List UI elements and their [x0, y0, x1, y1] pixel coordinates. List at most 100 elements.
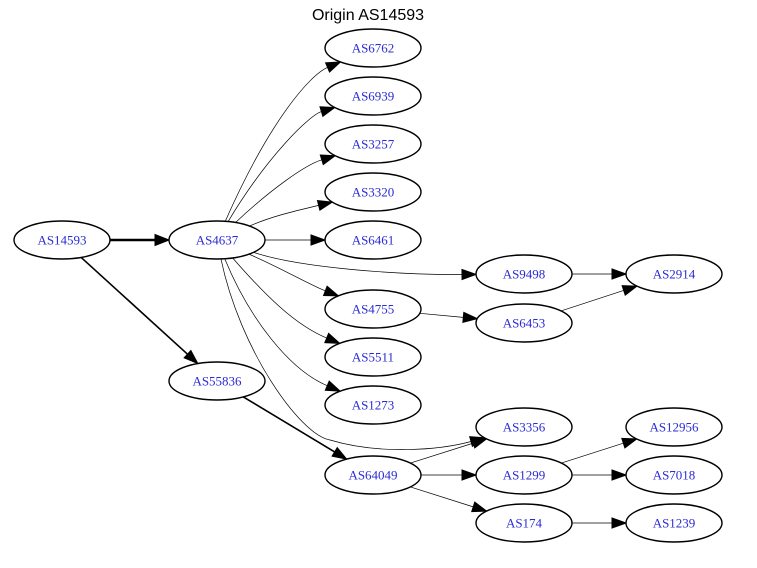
edge-layer [80, 61, 639, 529]
edge-as9498-to-as2914 [572, 268, 628, 280]
node-label: AS9498 [503, 267, 546, 282]
edge-arrowhead [322, 285, 340, 297]
edge-as14593-to-as4637 [110, 233, 171, 247]
edge-arrowhead [462, 311, 479, 324]
edge-as4637-to-as4755 [248, 253, 340, 297]
node-ellipse [324, 337, 422, 377]
edge-as1299-to-as12956 [561, 437, 639, 464]
node-as6461: AS6461 [324, 220, 422, 260]
node-as6762: AS6762 [324, 28, 422, 68]
edge-line [220, 258, 472, 450]
node-ellipse [324, 385, 422, 425]
node-label: AS6461 [352, 233, 395, 248]
node-ellipse [475, 407, 573, 447]
edge-line [249, 205, 319, 227]
edge-arrowhead [316, 199, 334, 212]
node-label: AS1273 [352, 398, 395, 413]
edge-arrowhead [154, 233, 171, 247]
edge-arrowhead [331, 446, 348, 460]
edge-as174-to-as1239 [572, 517, 628, 529]
edge-line [561, 442, 624, 464]
edge-arrowhead [461, 469, 478, 481]
edge-line [224, 258, 328, 387]
edge-arrowhead [611, 268, 628, 280]
edge-line [560, 290, 624, 312]
edge-arrowhead [319, 154, 337, 166]
node-label: AS1299 [503, 468, 546, 483]
edge-arrowhead [319, 106, 337, 118]
edge-as14593-to-as55836 [80, 256, 199, 365]
node-as1299: AS1299 [475, 455, 573, 495]
node-label: AS2914 [653, 267, 696, 282]
edge-as6453-to-as2914 [560, 285, 639, 312]
edge-as4755-to-as6453 [419, 311, 479, 324]
node-as5511: AS5511 [324, 337, 422, 377]
node-ellipse [324, 220, 422, 260]
node-label: AS3320 [352, 185, 395, 200]
edge-line [227, 111, 322, 222]
node-label: AS3257 [352, 137, 395, 152]
edge-as4637-to-as6762 [224, 61, 342, 222]
node-as14593: AS14593 [13, 220, 111, 260]
graph-title: Origin AS14593 [312, 7, 424, 24]
edge-line [224, 67, 328, 222]
node-label: AS3356 [503, 420, 546, 435]
edge-line [419, 312, 464, 318]
edge-as4637-to-as9498 [253, 251, 478, 281]
node-as6939: AS6939 [324, 76, 422, 116]
node-as7018: AS7018 [625, 455, 723, 495]
node-ellipse [625, 407, 723, 447]
edge-as4637-to-as6939 [227, 106, 337, 222]
edge-as64049-to-as174 [410, 486, 488, 513]
node-label: AS64049 [348, 468, 397, 483]
node-ellipse [168, 361, 266, 401]
edge-line [248, 253, 326, 292]
edge-as64049-to-as3356 [410, 437, 488, 464]
edge-as4637-to-as3320 [249, 199, 334, 227]
node-as9498: AS9498 [475, 254, 573, 294]
node-as2914: AS2914 [625, 254, 723, 294]
edge-line [410, 442, 474, 464]
node-label: AS4637 [196, 233, 239, 248]
edge-arrowhead [471, 501, 488, 513]
edge-arrowhead [461, 268, 478, 281]
node-ellipse [625, 455, 723, 495]
node-label: AS5511 [352, 350, 394, 365]
node-ellipse [324, 172, 422, 212]
node-as3257: AS3257 [324, 124, 422, 164]
node-as12956: AS12956 [625, 407, 723, 447]
node-ellipse [625, 503, 723, 543]
edge-as1299-to-as7018 [572, 469, 628, 481]
node-label: AS7018 [653, 468, 696, 483]
node-ellipse [324, 124, 422, 164]
node-ellipse [475, 303, 573, 343]
node-as4637: AS4637 [168, 220, 266, 260]
edge-arrowhead [621, 437, 639, 449]
node-as1239: AS1239 [625, 503, 723, 543]
edge-line [242, 396, 336, 453]
node-as4755: AS4755 [324, 289, 422, 329]
edge-arrowhead [183, 349, 199, 365]
node-as55836: AS55836 [168, 361, 266, 401]
edge-arrowhead [611, 469, 628, 481]
edge-line [232, 257, 327, 339]
node-label: AS1239 [653, 516, 696, 531]
node-as64049: AS64049 [324, 455, 422, 495]
edge-arrowhead [324, 61, 342, 73]
node-as3320: AS3320 [324, 172, 422, 212]
edge-line [80, 256, 189, 355]
edge-line [235, 159, 322, 223]
edge-arrowhead [471, 437, 488, 449]
edge-arrowhead [324, 380, 342, 392]
node-ellipse [13, 220, 111, 260]
node-ellipse [625, 254, 723, 294]
node-label: AS6762 [352, 41, 395, 56]
edge-as4637-to-as3257 [235, 154, 337, 223]
node-ellipse [324, 28, 422, 68]
node-ellipse [475, 455, 573, 495]
node-label: AS174 [506, 516, 543, 531]
node-as6453: AS6453 [475, 303, 573, 343]
edge-as4637-to-as6461 [265, 234, 327, 246]
